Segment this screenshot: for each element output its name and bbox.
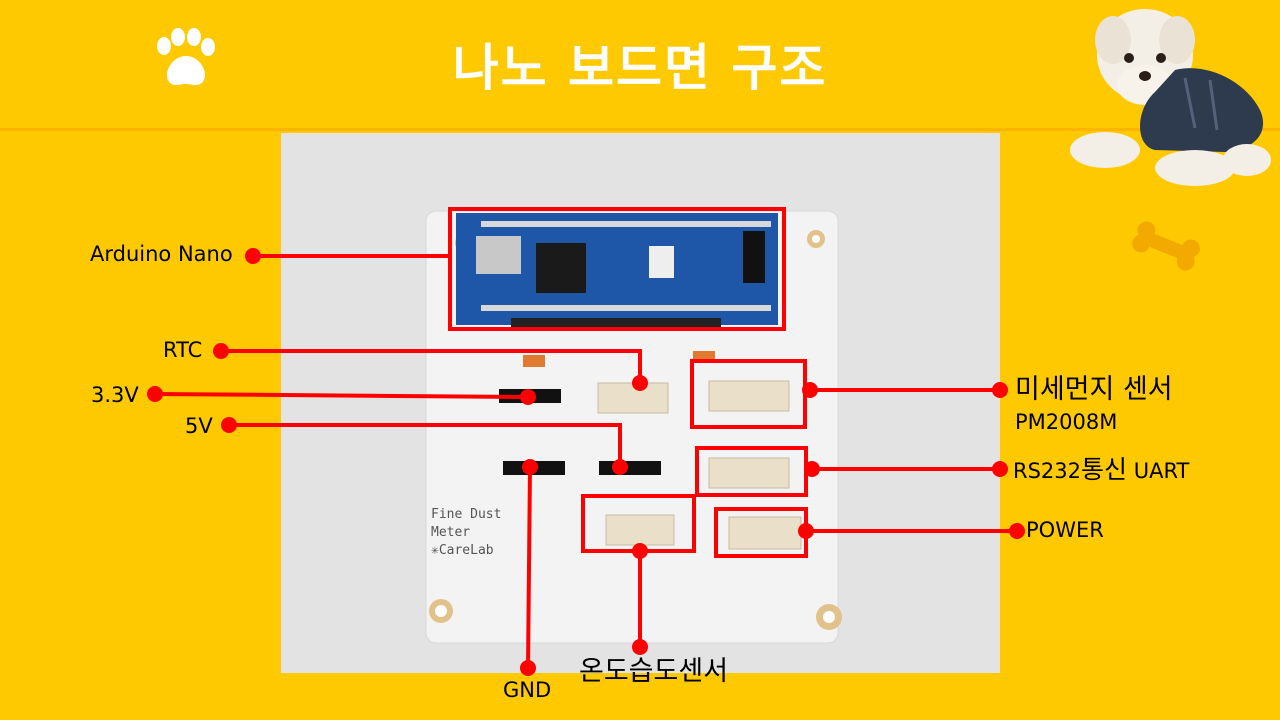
dot-dust-start [802,382,818,398]
box-arduino [448,207,786,331]
dot-33v-end [147,386,163,402]
dot-5v-end [221,417,237,433]
dot-5v-start [612,459,628,475]
label-arduino-nano: Arduino Nano [90,242,233,266]
label-rtc: RTC [163,338,203,362]
label-gnd: GND [503,678,552,702]
dot-temp-end [632,639,648,655]
label-rs232-uart: RS232통신 UART [1013,457,1189,482]
dot-gnd-start [522,459,538,475]
label-pm2008m: PM2008M [1015,410,1118,434]
box-power-connector [714,507,808,558]
dot-power-end [1009,523,1025,539]
label-rs232-suffix: UART [1127,459,1190,483]
label-5v: 5V [185,414,213,438]
box-temp-connector [581,494,696,553]
line-gnd [526,466,532,669]
dog-illustration [1070,9,1271,186]
dot-arduino-end [245,248,261,264]
silkscreen-line-1: Fine Dust [431,507,501,522]
box-dust-connector [690,359,807,429]
dot-rtc-end [213,343,229,359]
label-rs232-korean: 통신 [1081,455,1128,484]
label-power: POWER [1026,518,1104,542]
label-3-3v: 3.3V [91,383,139,407]
title-divider [0,128,1280,131]
dot-power-start [798,523,814,539]
label-fine-dust-sensor: 미세먼지 센서 [1015,374,1173,405]
dot-uart-end [992,461,1008,477]
line-33v [154,392,529,399]
silkscreen-line-2: Meter [431,525,470,540]
dot-33v-start [520,389,536,405]
dot-uart-start [804,461,820,477]
paw-icon [157,28,215,85]
box-uart-connector [695,446,808,497]
label-rs232-prefix: RS232 [1013,459,1082,483]
dot-dust-end [992,382,1008,398]
slide-title: 나노 보드면 구조 [452,39,828,97]
label-temp-humidity-sensor: 온도습도센서 [579,656,729,687]
line-5v [229,423,622,467]
dot-gnd-end [520,660,536,676]
line-rtc [221,349,642,383]
dot-rtc-start [632,375,648,391]
bone-icon [1132,221,1200,271]
dot-temp-start [632,543,648,559]
silkscreen-line-3: ✳CareLab [431,543,494,558]
